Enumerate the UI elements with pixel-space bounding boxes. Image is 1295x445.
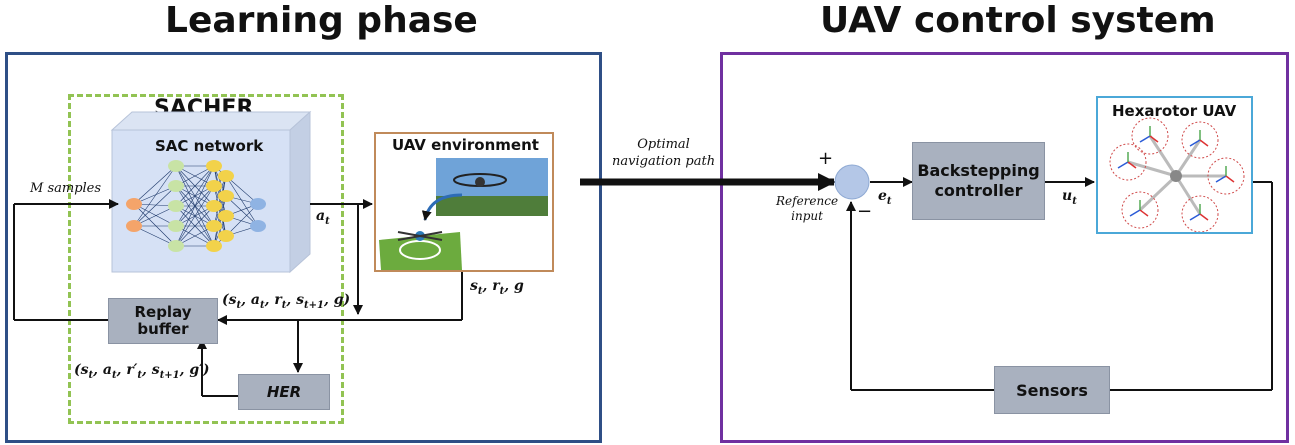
nn-node [168, 160, 184, 172]
hexarotor-uav-label: Hexarotor UAV [1112, 102, 1237, 120]
rotor-disc [1207, 157, 1245, 195]
plus-sign: + [818, 148, 834, 169]
transition-tuple-label: (st, at, rt, st+1, g) [222, 292, 351, 311]
nn-node [206, 200, 222, 212]
rotor-disc [1131, 117, 1169, 155]
nn-node [218, 230, 234, 242]
nn-node [218, 210, 234, 222]
nn-node [206, 240, 222, 252]
nn-node [206, 220, 222, 232]
action-label: at [316, 208, 330, 227]
optimal-path-line2: navigation path [612, 154, 716, 169]
reference-input-line2: input [791, 209, 823, 223]
learning-phase-title: Learning phase [165, 0, 478, 41]
uav-control-panel [720, 52, 1289, 443]
nn-node [168, 220, 184, 232]
sensors-box: Sensors [994, 366, 1110, 414]
nn-node [250, 198, 266, 210]
reference-input-line1: Reference [776, 194, 839, 208]
neural-network-icon [126, 160, 266, 252]
state-reward-goal-label: st, rt, g [470, 278, 524, 297]
hexarotor-uav-diagram [1109, 117, 1245, 233]
nn-node [168, 180, 184, 192]
nn-node [218, 170, 234, 182]
sacher-region [68, 94, 344, 424]
nn-node [168, 200, 184, 212]
optimal-path-label: Optimal navigation path [612, 136, 715, 170]
reference-input-label: Reference input [776, 194, 838, 224]
control-input-label: ut [1062, 188, 1077, 207]
her-transition-tuple-label: (st, at, r′t, st+1, g′) [74, 362, 210, 381]
rotor-disc [1109, 143, 1147, 181]
sac-network-label: SAC network [155, 137, 264, 155]
uav-environment-label: UAV environment [392, 136, 539, 154]
hexarotor-uav-box [1096, 96, 1253, 234]
rotor-disc [1121, 191, 1159, 229]
nn-node [218, 190, 234, 202]
controller-line2: controller [934, 181, 1023, 200]
sensors-label: Sensors [1016, 380, 1088, 400]
uav-environment-image [379, 158, 548, 270]
her-box: HER [238, 374, 330, 410]
minus-sign: − [857, 201, 873, 222]
her-label: HER [266, 383, 302, 401]
controller-line1: Backstepping [917, 161, 1040, 180]
nn-node [250, 220, 266, 232]
nn-node [168, 240, 184, 252]
m-samples-label: M samples [30, 181, 102, 196]
nn-node [206, 180, 222, 192]
replay-buffer-line2: buffer [137, 320, 189, 338]
uav-environment-box [374, 132, 554, 272]
optimal-path-line1: Optimal [637, 137, 690, 152]
rotor-disc [1181, 121, 1219, 159]
error-label: et [878, 188, 892, 207]
nn-node [126, 198, 142, 210]
nn-node [206, 160, 222, 172]
nn-node [126, 220, 142, 232]
summing-junction [834, 164, 870, 200]
replay-buffer-line1: Replay [134, 303, 192, 321]
uav-control-system-title: UAV control system [820, 0, 1216, 41]
learning-phase-panel [5, 52, 602, 443]
